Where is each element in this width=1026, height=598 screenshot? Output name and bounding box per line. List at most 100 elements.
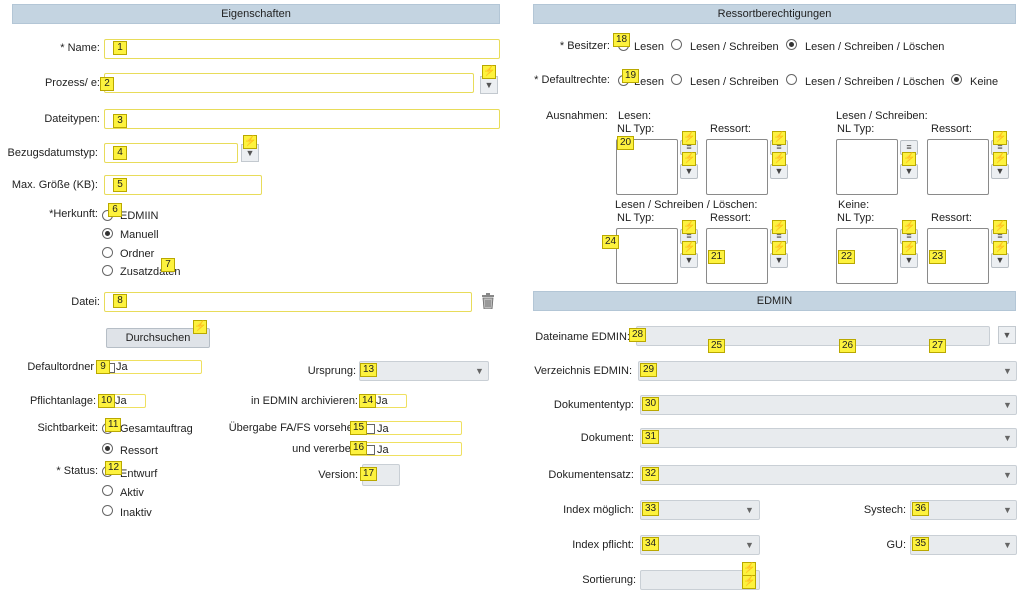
lsl-nltyp-label: NL Typ: xyxy=(617,212,655,224)
dokumentensatz-select[interactable] xyxy=(640,465,1017,485)
badge-32: 32 xyxy=(642,467,660,481)
ursprung-select[interactable] xyxy=(359,361,489,381)
herkunft-option-ordner: Ordner xyxy=(120,248,155,260)
group-keine-label: Keine: xyxy=(838,199,870,211)
dokumententyp-chevron-down-icon[interactable]: ▼ xyxy=(1003,400,1012,410)
sortierung-bolt-icon-2[interactable]: ⚡ xyxy=(742,575,756,589)
lsl-ressort-bolt-icon-2[interactable]: ⚡ xyxy=(772,241,786,255)
ls-ressort-bolt-icon-1[interactable]: ⚡ xyxy=(993,131,1007,145)
sichtbarkeit-label: Sichtbarkeit: xyxy=(37,422,98,434)
keine-ressort-dropdown-button[interactable]: ▼ xyxy=(991,253,1009,268)
index-pflicht-chevron-down-icon[interactable]: ▼ xyxy=(745,540,754,550)
keine-nltyp-dropdown-button[interactable]: ▼ xyxy=(900,253,918,268)
dokument-label: Dokument: xyxy=(580,432,634,444)
defaultrechte-radio-keine[interactable] xyxy=(951,74,962,85)
sortierung-label: Sortierung: xyxy=(582,574,636,586)
status-option-inaktiv: Inaktiv xyxy=(120,507,152,519)
badge-25: 25 xyxy=(708,339,726,353)
sortierung-input[interactable] xyxy=(640,570,760,590)
defaultrechte-radio-lsl[interactable] xyxy=(786,74,797,85)
index-moeglich-chevron-down-icon[interactable]: ▼ xyxy=(745,505,754,515)
lesen-ressort-bolt-icon-1[interactable]: ⚡ xyxy=(772,131,786,145)
badge-19: 19 xyxy=(622,69,640,83)
ls-ressort-dropdown-button[interactable]: ▼ xyxy=(991,164,1009,179)
status-radio-inaktiv[interactable] xyxy=(102,505,113,516)
lesen-ressort-dropdown-button[interactable]: ▼ xyxy=(770,164,788,179)
group-lsl-label: Lesen / Schreiben / Löschen: xyxy=(615,199,758,211)
besitzer-radio-lsl[interactable] xyxy=(786,39,797,50)
index-moeglich-select[interactable] xyxy=(640,500,760,520)
lesen-nltyp-bolt-icon-2[interactable]: ⚡ xyxy=(682,152,696,166)
lsl-ressort-dropdown-button[interactable]: ▼ xyxy=(770,253,788,268)
max-groesse-input[interactable] xyxy=(104,175,262,195)
badge-10: 10 xyxy=(98,394,116,408)
datei-input[interactable] xyxy=(104,292,472,312)
badge-31: 31 xyxy=(642,430,660,444)
dokumentensatz-chevron-down-icon[interactable]: ▼ xyxy=(1003,470,1012,480)
gu-select[interactable] xyxy=(910,535,1017,555)
badge-6: 6 xyxy=(108,203,122,217)
herkunft-radio-ordner[interactable] xyxy=(102,247,113,258)
badge-27: 27 xyxy=(929,339,947,353)
ls-ressort-bolt-icon-2[interactable]: ⚡ xyxy=(993,152,1007,166)
ursprung-chevron-down-icon[interactable]: ▼ xyxy=(475,366,484,376)
gu-chevron-down-icon[interactable]: ▼ xyxy=(1003,540,1012,550)
ausnahmen-label: Ausnahmen: xyxy=(546,110,608,122)
besitzer-radio-lesen-schreiben[interactable] xyxy=(671,39,682,50)
index-pflicht-select[interactable] xyxy=(640,535,760,555)
edmin-header: EDMIN xyxy=(533,291,1016,311)
defaultrechte-option-lsl: Lesen / Schreiben / Löschen xyxy=(805,76,945,88)
lesen-nltyp-bolt-icon-1[interactable]: ⚡ xyxy=(682,131,696,145)
durchsuchen-bolt-icon[interactable]: ⚡ xyxy=(193,320,207,334)
defaultrechte-radio-lesen-schreiben[interactable] xyxy=(671,74,682,85)
lsl-nltyp-dropdown-button[interactable]: ▼ xyxy=(680,253,698,268)
badge-8: 8 xyxy=(113,294,127,308)
prozess-input[interactable] xyxy=(104,73,474,93)
herkunft-radio-zusatzdaten[interactable] xyxy=(102,265,113,276)
dokument-select[interactable] xyxy=(640,428,1017,448)
prozess-bolt-icon[interactable]: ⚡ xyxy=(482,65,496,79)
keine-nltyp-bolt-icon-2[interactable]: ⚡ xyxy=(902,241,916,255)
sichtbarkeit-radio-ressort[interactable] xyxy=(102,443,113,454)
vererben-ja: Ja xyxy=(377,444,389,456)
dokument-chevron-down-icon[interactable]: ▼ xyxy=(1003,433,1012,443)
defaultordner-ja: Ja xyxy=(116,361,128,373)
systech-chevron-down-icon[interactable]: ▼ xyxy=(1003,505,1012,515)
herkunft-radio-manuell[interactable] xyxy=(102,228,113,239)
ls-ressort-list[interactable] xyxy=(927,139,989,195)
ls-nltyp-bolt-icon[interactable]: ⚡ xyxy=(902,152,916,166)
lsl-nltyp-bolt-icon-2[interactable]: ⚡ xyxy=(682,241,696,255)
verzeichnis-chevron-down-icon[interactable]: ▼ xyxy=(1003,366,1012,376)
verzeichnis-select[interactable] xyxy=(638,361,1017,381)
trash-icon[interactable] xyxy=(481,293,495,309)
badge-20: 20 xyxy=(617,136,635,150)
systech-label: Systech: xyxy=(863,504,906,516)
pflichtanlage-label: Pflichtanlage: xyxy=(29,395,96,407)
lsl-nltyp-list[interactable] xyxy=(616,228,678,284)
keine-ressort-bolt-icon-1[interactable]: ⚡ xyxy=(993,220,1007,234)
keine-ressort-bolt-icon-2[interactable]: ⚡ xyxy=(993,241,1007,255)
bezugsdatumstyp-bolt-icon[interactable]: ⚡ xyxy=(243,135,257,149)
dateiname-dropdown-button[interactable]: ▼ xyxy=(998,326,1016,344)
datei-label: Datei: xyxy=(71,296,100,308)
name-input[interactable] xyxy=(104,39,500,59)
besitzer-label: * Besitzer: xyxy=(559,40,610,52)
ls-nltyp-list[interactable] xyxy=(836,139,898,195)
dokumententyp-select[interactable] xyxy=(640,395,1017,415)
ls-nltyp-dropdown-button[interactable]: ▼ xyxy=(900,164,918,179)
keine-nltyp-bolt-icon-1[interactable]: ⚡ xyxy=(902,220,916,234)
sortierung-bolt-icon-1[interactable]: ⚡ xyxy=(742,562,756,576)
status-radio-aktiv[interactable] xyxy=(102,485,113,496)
durchsuchen-button[interactable]: Durchsuchen xyxy=(106,328,210,348)
lesen-nltyp-dropdown-button[interactable]: ▼ xyxy=(680,164,698,179)
badge-15: 15 xyxy=(350,421,368,435)
status-option-aktiv: Aktiv xyxy=(120,487,144,499)
dateitypen-input[interactable] xyxy=(104,109,500,129)
lsl-ressort-bolt-icon-1[interactable]: ⚡ xyxy=(772,220,786,234)
bezugsdatumstyp-input[interactable] xyxy=(104,143,238,163)
lesen-ressort-bolt-icon-2[interactable]: ⚡ xyxy=(772,152,786,166)
defaultrechte-option-keine: Keine xyxy=(970,76,999,88)
lsl-nltyp-bolt-icon-1[interactable]: ⚡ xyxy=(682,220,696,234)
systech-select[interactable] xyxy=(910,500,1017,520)
lesen-ressort-list[interactable] xyxy=(706,139,768,195)
